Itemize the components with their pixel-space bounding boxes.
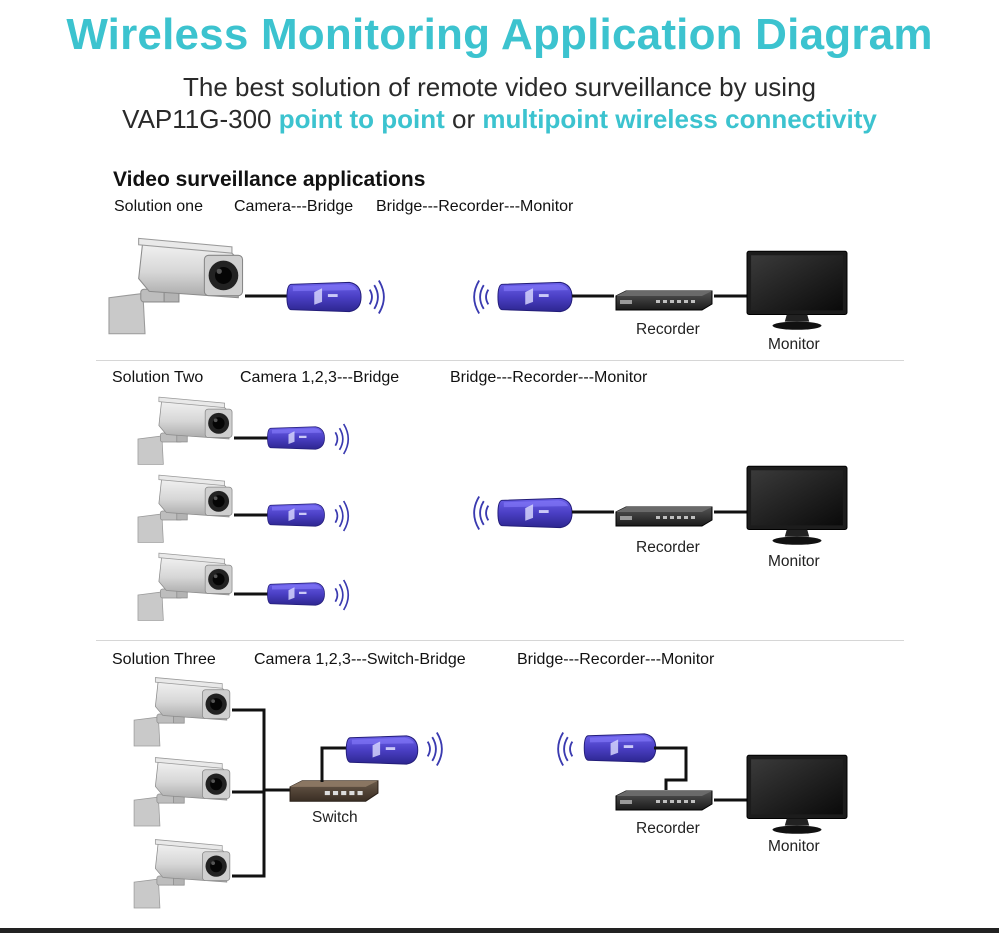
wireless-bridge-icon: [497, 281, 573, 313]
solution-three-diagram: [133, 677, 848, 909]
wireless-bridge-icon: [267, 582, 325, 606]
subtitle-line-1: The best solution of remote video survei…: [182, 72, 816, 102]
wireless-bridge-icon: [345, 735, 419, 765]
monitor-label: Monitor: [768, 553, 820, 570]
wireless-bridge-icon: [267, 503, 325, 527]
wireless-bridge-icon: [286, 281, 362, 313]
monitor-icon: [746, 754, 848, 835]
solution-two-diagram: [137, 396, 848, 621]
recorder-label: Recorder: [636, 321, 700, 338]
wifi-waves-icon: [473, 495, 490, 531]
monitor-icon: [746, 465, 848, 546]
wifi-waves-icon: [334, 423, 350, 455]
solution-three-name: Solution Three: [112, 651, 216, 668]
switch-icon: [289, 780, 379, 802]
camera-icon: [137, 396, 233, 465]
wireless-bridge-icon: [267, 426, 325, 450]
recorder-label: Recorder: [636, 539, 700, 556]
recorder-label: Recorder: [636, 820, 700, 837]
solution-one-left-desc: Camera---Bridge: [234, 198, 354, 215]
monitor-icon: [746, 250, 848, 331]
switch-label: Switch: [312, 809, 358, 826]
highlight-point-to-point: point to point: [278, 104, 445, 134]
camera-icon: [137, 552, 233, 621]
page-title: Wireless Monitoring Application Diagram: [66, 10, 933, 59]
wireless-bridge-icon: [497, 497, 573, 529]
recorder-icon: [615, 290, 713, 311]
divider: [96, 360, 904, 361]
recorder-icon: [615, 790, 713, 811]
highlight-multipoint: multipoint wireless connectivity: [482, 104, 877, 134]
section-heading: Video surveillance applications: [113, 168, 426, 191]
solution-one-name: Solution one: [114, 198, 203, 215]
monitor-label: Monitor: [768, 336, 820, 353]
solution-one-diagram: [108, 237, 848, 335]
monitor-label: Monitor: [768, 838, 820, 855]
solution-two-left-desc: Camera 1,2,3---Bridge: [240, 369, 400, 386]
cable: [654, 746, 688, 790]
camera-icon: [133, 839, 231, 909]
solution-three-left-desc: Camera 1,2,3---Switch-Bridge: [254, 651, 466, 668]
wifi-waves-icon: [368, 279, 385, 315]
wifi-waves-icon: [334, 579, 350, 611]
camera-icon: [133, 677, 231, 747]
divider: [96, 640, 904, 641]
wifi-waves-icon: [334, 500, 350, 532]
recorder-icon: [615, 506, 713, 527]
bottom-border: [0, 928, 999, 933]
solution-one-right-desc: Bridge---Recorder---Monitor: [376, 198, 574, 215]
wifi-waves-icon: [557, 731, 574, 767]
subtitle-line-2: VAP11G-300 point to point or multipoint …: [0, 104, 999, 135]
wifi-waves-icon: [426, 731, 443, 767]
product-model: VAP11G-300: [122, 104, 272, 134]
camera-icon: [108, 237, 244, 335]
wireless-bridge-icon: [583, 733, 657, 763]
wifi-waves-icon: [473, 279, 490, 315]
camera-icon: [133, 757, 231, 827]
cable: [232, 708, 292, 878]
cable: [320, 746, 348, 782]
solution-three-right-desc: Bridge---Recorder---Monitor: [517, 651, 715, 668]
subtitle-connector: or: [452, 104, 476, 134]
solution-two-name: Solution Two: [112, 369, 204, 386]
camera-icon: [137, 474, 233, 543]
solution-two-right-desc: Bridge---Recorder---Monitor: [450, 369, 648, 386]
